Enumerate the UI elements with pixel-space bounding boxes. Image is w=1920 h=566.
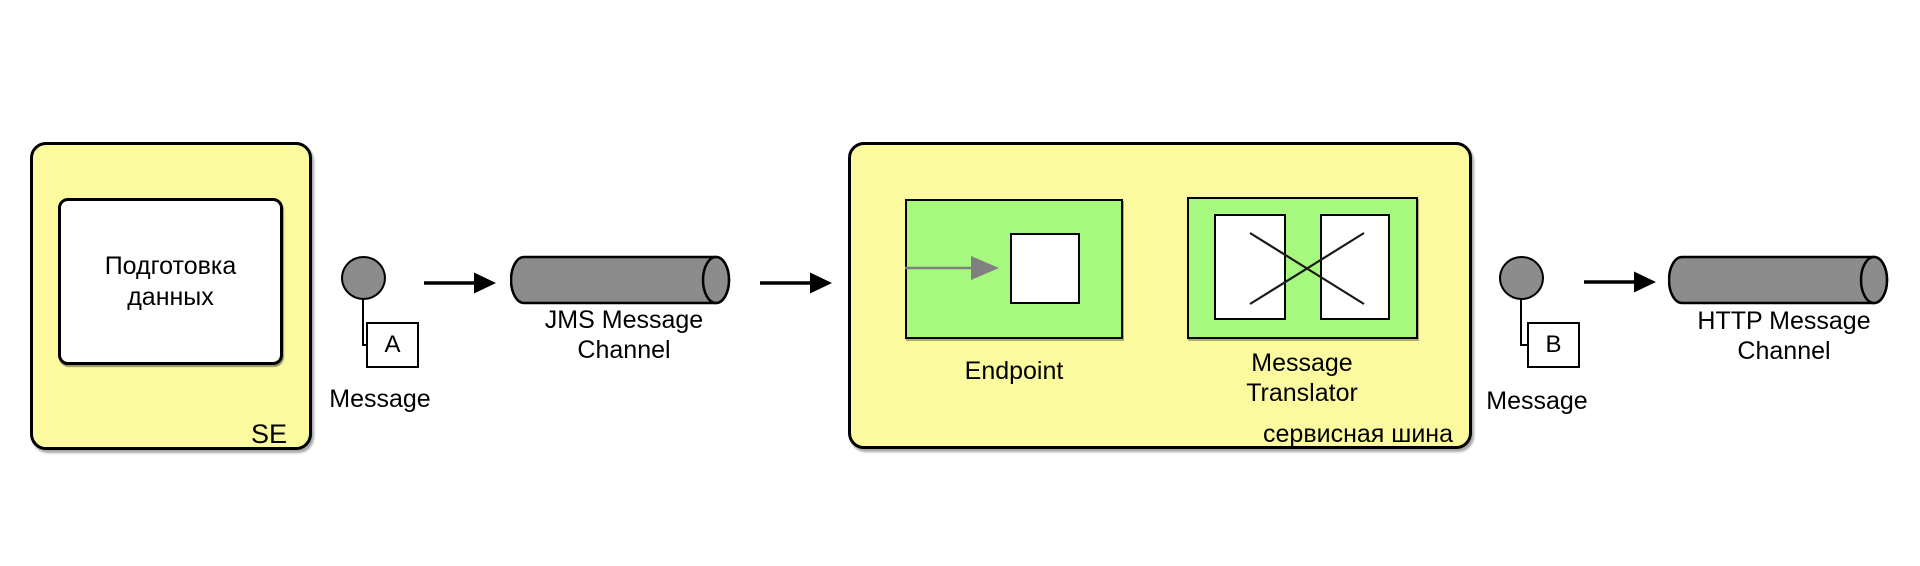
message-a-letter-box: A [366, 322, 419, 368]
endpoint-label: Endpoint [964, 357, 1064, 385]
message-b-stem-joint-icon [1520, 344, 1528, 346]
message-b-stem-icon [1520, 298, 1522, 346]
data-preparation-box: Подготовка данных [58, 198, 283, 365]
flow-arrow-1-icon [424, 272, 496, 294]
jms-channel-label: JMS Message Channel [544, 306, 704, 364]
flow-arrow-3-icon [1584, 271, 1656, 293]
message-a-letter: A [384, 331, 401, 358]
endpoint-square-icon [1010, 233, 1080, 304]
service-bus-label: сервисная шина [1263, 420, 1453, 448]
message-a-icon [341, 256, 386, 300]
data-preparation-label: Подготовка данных [104, 252, 237, 311]
message-b-letter: B [1545, 331, 1562, 358]
endpoint-arrow-icon [905, 256, 999, 280]
jms-channel-pipe-icon [510, 255, 731, 305]
message-b-icon [1499, 256, 1544, 300]
message-b-label: Message [1486, 387, 1588, 415]
message-a-label: Message [329, 385, 431, 413]
translator-left-square-icon [1214, 214, 1286, 320]
translator-right-square-icon [1320, 214, 1390, 320]
message-translator-label: Message Translator [1246, 349, 1358, 407]
message-a-stem-icon [362, 298, 364, 346]
flow-arrow-2-icon [760, 272, 832, 294]
translator-cross-icon [1249, 232, 1365, 305]
http-channel-pipe-icon [1668, 255, 1889, 305]
http-channel-label: HTTP Message Channel [1697, 307, 1871, 365]
message-b-letter-box: B [1527, 322, 1580, 368]
se-label: SE [250, 419, 287, 449]
message-a-stem-joint-icon [362, 344, 368, 346]
